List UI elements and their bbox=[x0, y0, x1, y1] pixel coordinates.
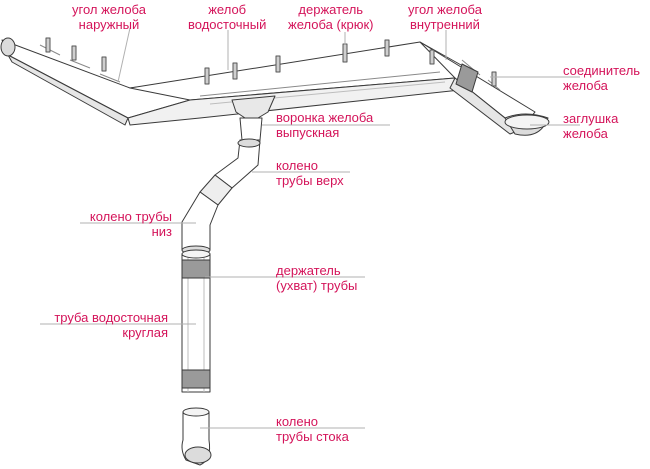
outlet-elbow bbox=[181, 407, 212, 466]
label-hook: держатель желоба (крюк) bbox=[288, 2, 374, 32]
right-hooks bbox=[429, 49, 497, 87]
left-hooks bbox=[45, 37, 107, 72]
gutter-connector bbox=[455, 63, 479, 93]
gutter-funnel bbox=[231, 95, 276, 141]
label-outlet: колено трубы стока bbox=[276, 414, 349, 444]
label-end-cap: заглушка желоба bbox=[563, 111, 619, 141]
leader-lines bbox=[40, 27, 580, 429]
label-pipe-bracket: держатель (ухват) трубы bbox=[276, 263, 358, 293]
label-funnel: воронка желоба выпускная bbox=[276, 110, 374, 140]
label-outer-corner: угол желоба наружный bbox=[72, 2, 146, 32]
label-inner-corner: угол желоба внутренний bbox=[408, 2, 482, 32]
leader-outer-corner bbox=[117, 27, 131, 83]
main-hooks bbox=[204, 39, 390, 85]
label-elbow-bottom: колено трубы низ bbox=[89, 209, 172, 239]
label-gutter: желоб водосточный bbox=[188, 2, 267, 32]
label-pipe: труба водосточная круглая bbox=[54, 310, 168, 340]
label-connector: соединитель желоба bbox=[563, 63, 641, 93]
outer-corner-gutter bbox=[0, 37, 196, 126]
label-elbow-top: колено трубы верх bbox=[276, 158, 344, 188]
pipe-brackets bbox=[181, 259, 211, 389]
